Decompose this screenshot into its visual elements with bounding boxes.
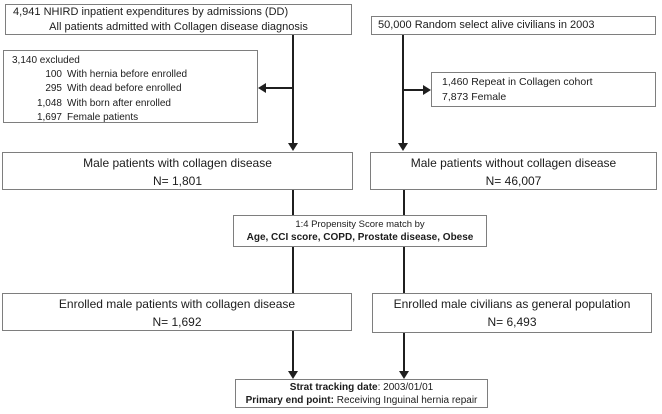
- endpoint-tracking-date-value: : 2003/01/01: [377, 382, 434, 393]
- arrowhead-down-left-icon: [288, 143, 298, 151]
- connector-repeat-branch: [404, 89, 423, 91]
- endpoint-primary-value: Receiving Inguinal hernia repair: [333, 395, 478, 406]
- source-cohort-line2: All patients admitted with Collagen dise…: [49, 21, 308, 33]
- excluded-item-label: Female patients: [67, 111, 139, 123]
- excluded-item: 1,697 Female patients: [12, 111, 257, 125]
- enrolled-general-count: N= 6,493: [487, 315, 537, 329]
- excluded-item: 295 With dead before enrolled: [12, 82, 257, 96]
- arrowhead-down-endpoint-right-icon: [399, 371, 409, 379]
- endpoint-tracking-date: Strat tracking date: 2003/01/01: [236, 381, 487, 394]
- endpoint-tracking-date-label: Strat tracking date: [289, 382, 378, 393]
- endpoint-primary: Primary end point: Receiving Inguinal he…: [236, 394, 487, 407]
- excluded-item-count: 1,697: [36, 111, 62, 123]
- excluded-item-count: 100: [45, 69, 62, 81]
- male-without-collagen-box: Male patients without collagen disease N…: [370, 152, 657, 190]
- arrowhead-down-right-icon: [398, 143, 408, 151]
- control-cohort-line1: 50,000 Random select alive civilians in …: [378, 19, 595, 31]
- endpoint-box: Strat tracking date: 2003/01/01 Primary …: [235, 379, 488, 408]
- repeat-exclusion-box: 1,460 Repeat in Collagen cohort 7,873 Fe…: [431, 72, 656, 107]
- excluded-box: 3,140 excluded 100 With hernia before enr…: [3, 50, 258, 123]
- repeat-exclusion-line1: 1,460 Repeat in Collagen cohort: [442, 76, 593, 88]
- connector-top-right-vertical: [402, 35, 404, 143]
- enrolled-general-label: Enrolled male civilians as general popul…: [393, 297, 631, 311]
- source-cohort-line1: 4,941 NHIRD inpatient expenditures by ad…: [13, 6, 289, 18]
- enrolled-general-box: Enrolled male civilians as general popul…: [372, 293, 652, 333]
- male-without-collagen-label: Male patients without collagen disease: [410, 156, 617, 170]
- excluded-item-label: With hernia before enrolled: [67, 69, 188, 81]
- connector-bottom-right-vertical: [403, 333, 405, 371]
- enrolled-collagen-label: Enrolled male patients with collagen dis…: [58, 297, 296, 311]
- excluded-item-count: 295: [45, 83, 62, 95]
- male-collagen-label: Male patients with collagen disease: [83, 156, 272, 170]
- connector-excluded-branch: [266, 87, 293, 89]
- propensity-match-line2: Age, CCI score, COPD, Prostate disease, …: [246, 232, 474, 243]
- excluded-item-label: With born after enrolled: [67, 97, 171, 109]
- excluded-title: 3,140 excluded: [12, 55, 80, 66]
- propensity-match-box: 1:4 Propensity Score match by Age, CCI s…: [233, 215, 487, 247]
- excluded-item: 1,048 With born after enrolled: [12, 97, 257, 111]
- propensity-match-line1: 1:4 Propensity Score match by: [295, 219, 425, 230]
- repeat-exclusion-line2: 7,873 Female: [442, 91, 507, 103]
- male-collagen-box: Male patients with collagen disease N= 1…: [2, 152, 353, 190]
- arrowhead-right-repeat-icon: [423, 85, 431, 95]
- excluded-item: 100 With hernia before enrolled: [12, 68, 257, 82]
- male-collagen-count: N= 1,801: [152, 174, 203, 188]
- arrowhead-left-excluded-icon: [258, 83, 266, 93]
- excluded-item-label: With dead before enrolled: [67, 83, 182, 95]
- arrowhead-down-endpoint-left-icon: [288, 371, 298, 379]
- control-cohort-box: 50,000 Random select alive civilians in …: [371, 16, 656, 35]
- male-without-collagen-count: N= 46,007: [485, 174, 542, 188]
- connector-bottom-left-vertical: [292, 331, 294, 371]
- enrolled-collagen-box: Enrolled male patients with collagen dis…: [2, 293, 352, 331]
- excluded-item-count: 1,048: [36, 97, 62, 109]
- connector-top-left-vertical: [292, 35, 294, 143]
- enrolled-collagen-count: N= 1,692: [152, 315, 202, 329]
- endpoint-primary-label: Primary end point:: [245, 395, 334, 406]
- source-cohort-box: 4,941 NHIRD inpatient expenditures by ad…: [5, 4, 352, 35]
